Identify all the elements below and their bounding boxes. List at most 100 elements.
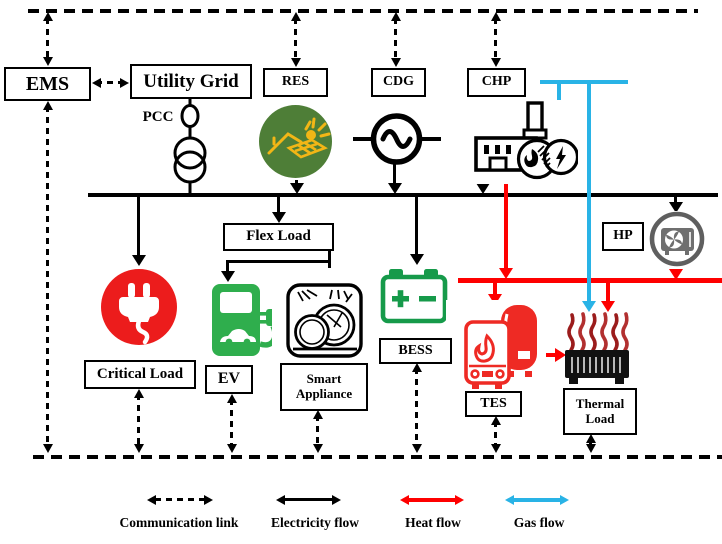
arrowhead xyxy=(133,389,144,398)
line-bus-hp xyxy=(674,197,677,204)
arrowhead xyxy=(490,12,501,21)
heat-pump-icon xyxy=(648,211,706,269)
node-label: Appliance xyxy=(295,386,353,401)
arrowhead xyxy=(555,348,566,362)
arrowhead xyxy=(312,410,323,419)
node-label: Load xyxy=(585,410,615,426)
arrowhead xyxy=(582,301,596,312)
node-cdg: CDG xyxy=(371,68,426,97)
arrowhead xyxy=(505,494,514,505)
arrowhead xyxy=(42,12,53,21)
line-chp-heatbus xyxy=(504,168,508,270)
arrowhead xyxy=(332,494,341,505)
comm-link-top-chp xyxy=(494,18,497,62)
node-label: RES xyxy=(281,74,310,90)
boiler-tank-icon xyxy=(446,300,546,392)
node-label: Utility Grid xyxy=(143,70,239,92)
line-cdg-bus xyxy=(393,164,396,186)
comm-link-ems-bottom xyxy=(46,106,49,448)
legend-heat-arrow xyxy=(407,497,457,502)
chp-plant-icon xyxy=(472,100,578,184)
arrowhead xyxy=(312,444,323,453)
arrowhead xyxy=(120,77,129,88)
node-label: CHP xyxy=(481,74,512,90)
arrowhead xyxy=(387,183,402,194)
arrowhead xyxy=(455,494,464,505)
gas-pipe xyxy=(540,80,628,84)
legend-communication-label: Communication link xyxy=(119,515,239,530)
communication-bus-bottom xyxy=(33,455,722,459)
arrowhead xyxy=(490,416,501,425)
arrowhead xyxy=(560,494,569,505)
legend-electricity-label: Electricity flow xyxy=(270,515,360,530)
arrowhead xyxy=(669,269,683,280)
arrowhead xyxy=(411,444,422,453)
line-flex-split xyxy=(226,260,331,263)
line-bus-critical xyxy=(137,197,140,257)
arrowhead xyxy=(42,444,53,453)
arrowhead xyxy=(490,444,501,453)
arrowhead xyxy=(131,255,146,266)
comm-link-ev-bottom xyxy=(230,399,233,448)
battery-icon xyxy=(380,266,448,324)
arrowhead xyxy=(409,254,424,265)
line-heatbus-thermal xyxy=(606,282,610,303)
legend-gas-label: Gas flow xyxy=(513,515,565,530)
arrowhead xyxy=(42,101,53,110)
arrowhead xyxy=(490,58,501,67)
node-label: EMS xyxy=(25,72,70,95)
radiator-icon xyxy=(563,306,633,386)
generator-icon xyxy=(353,111,441,169)
node-thermal-load: Thermal Load xyxy=(563,388,637,435)
arrowhead xyxy=(390,58,401,67)
comm-link-smart-bottom xyxy=(316,415,319,448)
node-smart-appliance: Smart Appliance xyxy=(280,363,368,411)
arrowhead xyxy=(276,494,285,505)
arrowhead xyxy=(204,494,213,505)
legend-heat-label: Heat flow xyxy=(405,515,461,530)
arrowhead xyxy=(42,57,53,66)
arrowhead xyxy=(226,444,237,453)
electricity-bus xyxy=(88,193,718,197)
arrowhead xyxy=(92,77,101,88)
arrowhead xyxy=(400,494,409,505)
line-tes-thermal xyxy=(538,353,557,357)
arrowhead xyxy=(290,12,301,21)
comm-link-thermal-bottom xyxy=(589,438,592,448)
transformer-icon xyxy=(172,98,208,194)
node-label: Thermal xyxy=(575,395,625,411)
node-critical-load: Critical Load xyxy=(84,360,196,389)
node-label: BESS xyxy=(398,342,433,358)
line-heatbus-tes xyxy=(493,282,497,296)
node-bess: BESS xyxy=(379,338,452,364)
line-bus-flexload xyxy=(277,197,280,216)
node-label: Smart xyxy=(306,371,342,387)
node-hp: HP xyxy=(602,222,644,251)
comm-link-critical-bottom xyxy=(137,394,140,448)
arrowhead xyxy=(147,494,156,505)
comm-link-ems-grid xyxy=(96,81,125,84)
line-gas-thermal xyxy=(587,83,591,303)
comm-link-top-ems xyxy=(46,18,49,60)
node-label: EV xyxy=(217,370,241,388)
legend-electricity-arrow xyxy=(283,498,334,502)
node-label: Critical Load xyxy=(96,365,184,382)
node-ems: EMS xyxy=(4,67,91,101)
arrowhead xyxy=(390,12,401,21)
solar-pv-icon xyxy=(257,103,334,180)
dishwasher-icon xyxy=(272,268,378,374)
comm-link-top-cdg xyxy=(394,18,397,62)
arrowhead xyxy=(289,183,304,194)
arrowhead xyxy=(133,444,144,453)
node-label: TES xyxy=(480,395,507,411)
node-label: CDG xyxy=(382,74,415,90)
node-res: RES xyxy=(263,68,328,97)
arrowhead xyxy=(220,271,235,282)
arrowhead xyxy=(499,268,513,279)
communication-bus-top xyxy=(28,9,698,13)
arrowhead xyxy=(411,363,422,372)
comm-link-tes-bottom xyxy=(494,421,497,448)
legend-gas-arrow xyxy=(512,497,562,502)
node-label: Flex Load xyxy=(246,228,311,245)
